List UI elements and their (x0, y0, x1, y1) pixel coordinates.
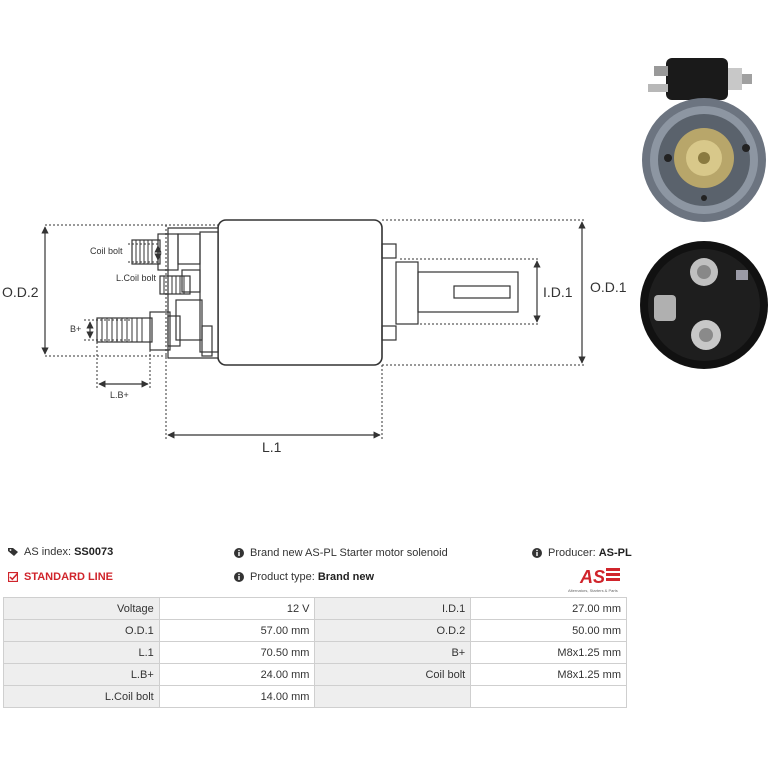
spec-value (470, 685, 627, 708)
table-row: L.Coil bolt 14.00 mm (3, 685, 627, 708)
spec-label: B+ (314, 641, 472, 664)
rear-view-photo (640, 241, 768, 369)
product-type-value: Brand new (317, 571, 375, 583)
spec-value: 27.00 mm (470, 597, 627, 620)
product-line-label: STANDARD LINE (24, 571, 114, 583)
solenoid-dimension-drawing: O.D.2 O.D.1 I.D.1 L.1 Coil bolt L.Coil b… (2, 219, 627, 455)
spec-label: O.D.1 (3, 619, 160, 642)
spec-label (314, 685, 472, 708)
spec-label: L.1 (3, 641, 160, 664)
l-b-plus-label: L.B+ (110, 390, 129, 400)
spec-value: 70.50 mm (158, 641, 316, 664)
as-index: AS index: SS0073 (8, 546, 113, 558)
table-row: O.D.1 57.00 mm O.D.2 50.00 mm (3, 619, 627, 642)
product-type-label: Product type: (250, 571, 315, 583)
as-index-label: AS index: (24, 546, 72, 558)
logo-tagline: Alternators, Starters & Parts (568, 588, 618, 593)
logo-text: AS (579, 567, 605, 587)
product-type-line: Product type: Brand new (234, 571, 374, 583)
producer-label: Producer: (548, 547, 596, 559)
table-row: Voltage 12 V I.D.1 27.00 mm (3, 597, 627, 620)
spec-value: 12 V (158, 597, 316, 620)
description-text: Brand new AS-PL Starter motor solenoid (250, 547, 448, 559)
coil-bolt-label: Coil bolt (90, 246, 123, 256)
spec-label: O.D.2 (314, 619, 472, 642)
spec-value: 24.00 mm (158, 663, 316, 686)
spec-value: 14.00 mm (158, 685, 316, 708)
b-plus-label: B+ (70, 324, 81, 334)
as-index-value: SS0073 (74, 546, 114, 558)
spec-value: M8x1.25 mm (470, 641, 627, 664)
spec-value: M8x1.25 mm (470, 663, 627, 686)
spec-label: L.B+ (3, 663, 160, 686)
producer-value: AS-PL (598, 547, 632, 559)
l-coil-bolt-label: L.Coil bolt (116, 273, 157, 283)
id1-label: I.D.1 (543, 284, 573, 300)
od1-label: O.D.1 (590, 279, 627, 295)
od2-label: O.D.2 (2, 284, 39, 300)
spec-table: Voltage 12 V I.D.1 27.00 mm O.D.1 57.00 … (3, 597, 627, 708)
spec-label: I.D.1 (314, 597, 472, 620)
info-icon (234, 572, 244, 582)
spec-label: L.Coil bolt (3, 685, 160, 708)
table-row: L.B+ 24.00 mm Coil bolt M8x1.25 mm (3, 663, 627, 686)
l1-label: L.1 (262, 439, 282, 455)
producer-line: Producer: AS-PL (532, 547, 632, 559)
spec-value: 57.00 mm (158, 619, 316, 642)
info-icon (234, 548, 244, 558)
spec-label: Coil bolt (314, 663, 472, 686)
spec-value: 50.00 mm (470, 619, 627, 642)
info-icon (532, 548, 542, 558)
description-line: Brand new AS-PL Starter motor solenoid (234, 547, 448, 559)
checkbox-icon (8, 572, 18, 582)
table-row: L.1 70.50 mm B+ M8x1.25 mm (3, 641, 627, 664)
spec-label: Voltage (3, 597, 160, 620)
product-line: STANDARD LINE (8, 571, 113, 583)
front-view-photo (642, 98, 766, 222)
side-view-photo (648, 58, 752, 100)
as-pl-logo: AS Alternators, Starters & Parts (568, 567, 620, 593)
tag-icon (8, 548, 18, 556)
product-photos (640, 58, 768, 369)
